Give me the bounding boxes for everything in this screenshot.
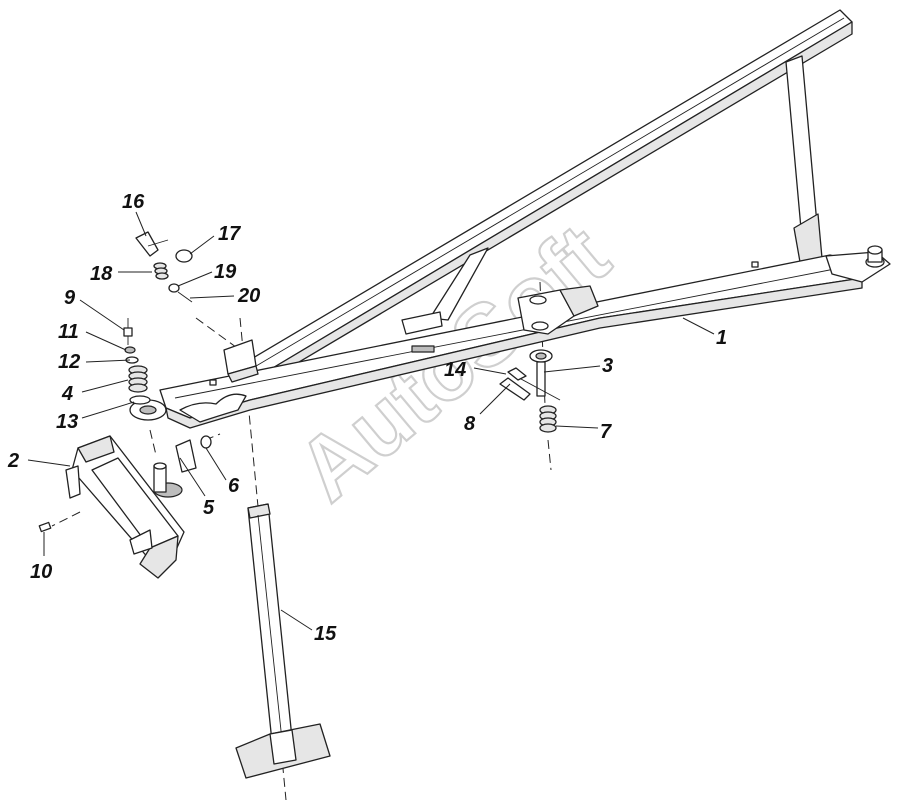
callout-3: 3 xyxy=(602,355,613,377)
callout-15: 15 xyxy=(314,623,337,645)
washer-6 xyxy=(200,435,212,449)
spring-bolt-stack xyxy=(123,318,151,405)
latch-plunger xyxy=(499,349,561,433)
callout-16: 16 xyxy=(122,191,145,213)
callout-6: 6 xyxy=(228,475,240,497)
callout-14: 14 xyxy=(444,359,466,381)
callout-2: 2 xyxy=(7,450,19,472)
spring-7 xyxy=(539,405,557,433)
jack-housing xyxy=(65,435,185,579)
drawbar-frame xyxy=(129,9,891,429)
callout-12: 12 xyxy=(58,351,80,373)
leader-lines xyxy=(27,211,715,631)
pin-10 xyxy=(38,521,52,533)
callout-8: 8 xyxy=(464,413,476,435)
callout-9: 9 xyxy=(64,287,76,309)
callout-20: 20 xyxy=(237,285,260,307)
callout-4: 4 xyxy=(61,383,73,405)
callout-11: 11 xyxy=(58,321,79,343)
callout-1: 1 xyxy=(716,327,727,349)
callout-5: 5 xyxy=(203,497,215,519)
callout-18: 18 xyxy=(90,263,113,285)
sleeve xyxy=(153,439,197,498)
callout-10: 10 xyxy=(30,561,52,583)
callout-labels: 1 2 3 4 5 6 7 8 9 10 11 12 13 14 15 16 1… xyxy=(7,191,727,645)
callout-7: 7 xyxy=(600,421,612,443)
callout-19: 19 xyxy=(214,261,237,283)
callout-13: 13 xyxy=(56,411,78,433)
jack-leg xyxy=(235,503,331,779)
callout-17: 17 xyxy=(218,223,241,245)
spring-18 xyxy=(153,262,169,280)
spring-4 xyxy=(128,365,148,393)
latch-pin-group xyxy=(135,231,193,303)
